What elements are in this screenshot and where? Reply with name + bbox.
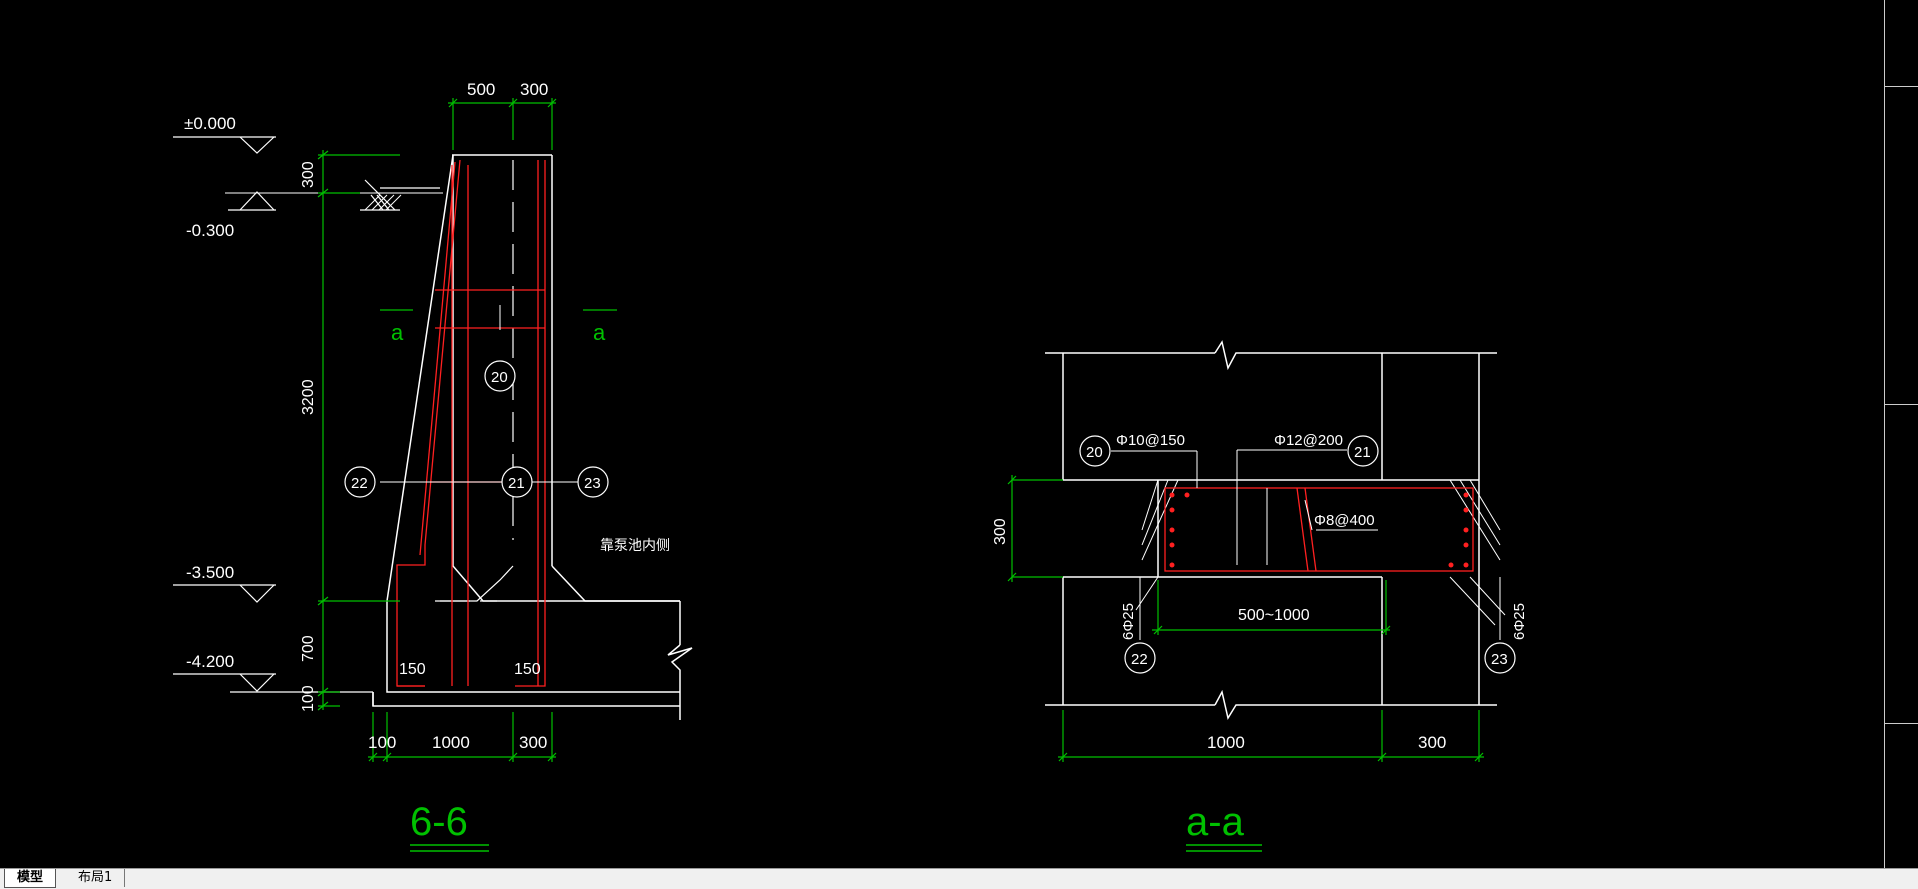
- cover-150-right: 150: [514, 661, 541, 678]
- svg-text:21: 21: [1354, 444, 1371, 461]
- bubble-20-aa: 20: [1079, 435, 1111, 467]
- svg-text:21: 21: [508, 475, 525, 492]
- dim-bottom-66: [368, 712, 557, 762]
- dim-100-bottom: 100: [368, 733, 396, 752]
- dims-aa: [1007, 475, 1484, 762]
- bars-left-label: 6Φ25: [1120, 603, 1137, 640]
- bubble-21-66: 21: [501, 466, 533, 498]
- bubble-21-aa: 21: [1347, 435, 1379, 467]
- cut-mark-right: a: [593, 320, 606, 345]
- elevation-markers: [173, 136, 373, 693]
- frame-divider: [1885, 723, 1918, 724]
- svg-text:20: 20: [491, 369, 508, 386]
- rebar-dots: [1169, 492, 1469, 568]
- dim-1000-bottom: 1000: [432, 733, 470, 752]
- bubble-leaders-66: [380, 305, 578, 483]
- section-title-a-a: a-a: [1186, 800, 1245, 844]
- dim-300-top: 300: [520, 80, 548, 99]
- svg-text:22: 22: [1131, 651, 1148, 668]
- chamfer-lines: [1135, 479, 1506, 626]
- svg-text:23: 23: [584, 475, 601, 492]
- dim-vertical-66: [317, 150, 400, 711]
- frame-divider: [1885, 86, 1918, 87]
- rebar-inner-white: [1236, 450, 1268, 565]
- leaders-aa: [1111, 449, 1501, 640]
- elevation-3500: -3.500: [186, 563, 234, 582]
- cut-mark-left: a: [391, 320, 404, 345]
- section-a-a: 20 21 22 23 Φ10@150 Φ12@200 Φ8@400 6Φ25 …: [992, 340, 1528, 852]
- ground-hatch: [225, 192, 443, 211]
- rebar-aa: [1164, 487, 1474, 572]
- svg-text:20: 20: [1086, 444, 1103, 461]
- dim-3200-left: 3200: [300, 379, 317, 415]
- rebar-6-6: [396, 159, 546, 687]
- plan-outline: [1045, 340, 1497, 720]
- elevation-4200: -4.200: [186, 652, 234, 671]
- section-6-6: a a ±0.000 -0.300 -3.500 -4.200: [173, 80, 693, 852]
- bubble-23-66: 23: [577, 466, 609, 498]
- dim-1000-aa: 1000: [1207, 733, 1245, 752]
- viewport-frame: [1884, 0, 1918, 868]
- dim-700-left: 700: [300, 635, 317, 662]
- stirrup-label: Φ8@400: [1314, 512, 1375, 529]
- dim-300-bottom: 300: [519, 733, 547, 752]
- bubble-20-66: 20: [484, 360, 516, 392]
- elevation-0000: ±0.000: [184, 114, 236, 133]
- layout-tab-bar: 模型 布局1: [0, 868, 1918, 889]
- tab-model[interactable]: 模型: [4, 869, 57, 888]
- bubble-22-66: 22: [344, 466, 376, 498]
- bubble-22-aa: 22: [1124, 642, 1156, 674]
- dim-300-aa: 300: [992, 518, 1009, 545]
- wall-outline: [372, 154, 693, 720]
- dim-500-top: 500: [467, 80, 495, 99]
- bubble-23-aa: 23: [1484, 642, 1516, 674]
- cover-150-left: 150: [399, 661, 426, 678]
- frame-divider: [1885, 404, 1918, 405]
- rebar-label-20: Φ10@150: [1116, 432, 1185, 449]
- bars-right-label: 6Φ25: [1511, 603, 1528, 640]
- svg-text:23: 23: [1491, 651, 1508, 668]
- elevation-0300: -0.300: [186, 221, 234, 240]
- dim-300-left: 300: [300, 161, 317, 188]
- rebar-label-21: Φ12@200: [1274, 432, 1343, 449]
- note-pump-side: 靠泵池内侧: [600, 537, 670, 553]
- dim-300-aa-bottom: 300: [1418, 733, 1446, 752]
- dim-top-66: [448, 98, 557, 150]
- dim-range-aa: 500~1000: [1238, 607, 1310, 624]
- section-title-6-6: 6-6: [410, 800, 468, 844]
- svg-text:22: 22: [351, 475, 368, 492]
- tab-layout1[interactable]: 布局1: [66, 869, 126, 887]
- dim-100-left: 100: [300, 685, 317, 712]
- cad-drawing-canvas[interactable]: a a ±0.000 -0.300 -3.500 -4.200: [0, 0, 1918, 868]
